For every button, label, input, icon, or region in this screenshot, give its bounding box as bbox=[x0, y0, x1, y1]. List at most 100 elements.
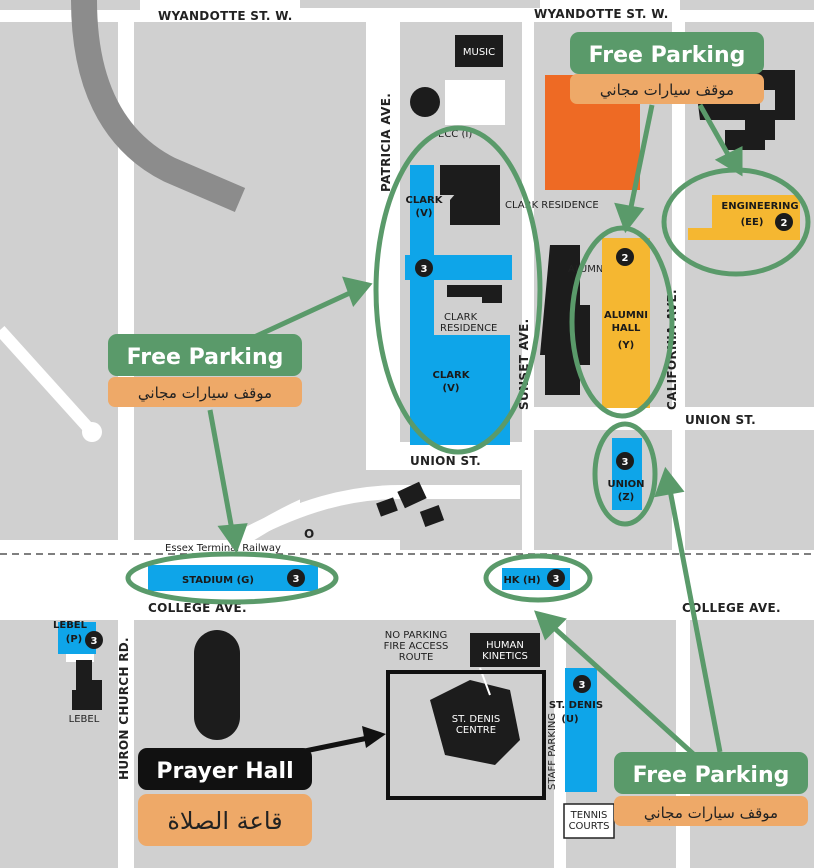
clark-residence-mid-label: CLARK bbox=[444, 312, 478, 323]
engineering-number: 2 bbox=[781, 218, 788, 229]
no-parking-label: NO PARKING bbox=[385, 630, 447, 641]
clark-lot-bottom-code: (V) bbox=[443, 383, 460, 394]
tennis-label: TENNIS bbox=[570, 810, 608, 821]
route-label: ROUTE bbox=[399, 652, 434, 663]
arrowhead-stadium bbox=[217, 523, 248, 554]
highlight-clark bbox=[373, 125, 543, 455]
arrowhead-clark bbox=[342, 276, 373, 307]
arrow-top-to-alumni bbox=[627, 104, 655, 213]
st-denis-centre-building bbox=[430, 680, 520, 765]
ecc-white bbox=[445, 80, 505, 125]
stadium-lot-label: STADIUM (G) bbox=[182, 575, 254, 586]
engineering-lot bbox=[688, 195, 800, 240]
small-building-c bbox=[419, 505, 445, 527]
arrow-left-to-clark bbox=[250, 289, 354, 341]
lebel-building-label: LEBEL bbox=[69, 714, 100, 725]
st-denis-lot-name: ST. DENIS bbox=[549, 700, 603, 711]
arrowhead-engineering bbox=[714, 145, 743, 177]
street-wyandotte-east: WYANDOTTE ST. W. bbox=[534, 7, 669, 21]
block-top-strip-mid bbox=[300, 0, 540, 8]
ecc-label: ECC (I) bbox=[438, 129, 472, 140]
lebel-lot-code: (P) bbox=[66, 634, 82, 645]
lebel-lot-name: LEBEL bbox=[53, 620, 88, 631]
staff-parking-label: STAFF PARKING bbox=[547, 713, 558, 790]
street-union-right: UNION ST. bbox=[685, 413, 756, 427]
music-label: MUSIC bbox=[463, 47, 495, 58]
callout-bottom-right-en: Free Parking bbox=[633, 763, 790, 788]
union-number: 3 bbox=[622, 457, 629, 468]
alumni-lot-name2: HALL bbox=[612, 323, 641, 334]
clark-lot-bottom-name: CLARK bbox=[433, 370, 471, 381]
lebel-building bbox=[72, 660, 102, 710]
callout-left-ar-bg bbox=[108, 377, 302, 407]
block-east bbox=[685, 430, 814, 550]
hk-number: 3 bbox=[553, 574, 560, 585]
railway-label: Essex Terminal Railway bbox=[165, 543, 281, 554]
clark-number-badge bbox=[415, 259, 433, 277]
street-sunset: SUNSET AVE. bbox=[517, 319, 531, 410]
callout-bottom-right: Free Parking موقف سيارات مجاني bbox=[614, 752, 808, 826]
arrow-bottom-to-hk bbox=[550, 624, 702, 762]
engineering-lot-name: ENGINEERING bbox=[721, 201, 798, 212]
engineering-number-badge bbox=[775, 213, 793, 231]
arrowhead-union bbox=[654, 466, 685, 498]
arrow-left-to-stadium bbox=[207, 409, 235, 531]
clark-lot-top-name: CLARK bbox=[406, 195, 444, 206]
callout-prayer-en-bg bbox=[138, 748, 312, 790]
highlight-alumni bbox=[569, 225, 675, 419]
callout-bottom-right-ar-bg bbox=[614, 796, 808, 826]
st-denis-lot-code: (U) bbox=[561, 714, 578, 725]
st-denis-centre-label: ST. DENIS bbox=[452, 714, 500, 725]
callout-left-en: Free Parking bbox=[127, 345, 284, 370]
callout-prayer-ar: قاعة الصلاة bbox=[167, 807, 282, 835]
alumni-small-label: ALUMNI bbox=[568, 264, 606, 275]
callout-prayer-en: Prayer Hall bbox=[156, 759, 293, 784]
human-kinetics-label2: KINETICS bbox=[482, 651, 528, 662]
callout-top-right-en: Free Parking bbox=[589, 43, 746, 68]
railway-o-mark: O bbox=[304, 527, 314, 541]
alumni-number: 2 bbox=[622, 253, 629, 264]
arrowhead-hk bbox=[534, 610, 567, 641]
small-building-a bbox=[376, 497, 398, 517]
clark-lot-south bbox=[410, 335, 510, 445]
clark-residence-mid-building bbox=[447, 285, 502, 303]
alumni-lot-code: (Y) bbox=[618, 340, 634, 351]
prayer-arrowhead bbox=[362, 726, 386, 748]
callout-top-right-ar-bg bbox=[570, 74, 764, 104]
street-union-center: UNION ST. bbox=[410, 454, 481, 468]
st-denis-number-badge bbox=[573, 675, 591, 693]
callout-bottom-right-ar: موقف سيارات مجاني bbox=[644, 804, 778, 823]
stadium-number: 3 bbox=[293, 574, 300, 585]
callout-top-right-ar: موقف سيارات مجاني bbox=[600, 81, 734, 100]
street-patricia: PATRICIA AVE. bbox=[379, 93, 393, 192]
tennis-label2: COURTS bbox=[569, 821, 610, 832]
union-lot-name: UNION bbox=[607, 479, 644, 490]
union-number-badge bbox=[616, 452, 634, 470]
block-top-strip-left bbox=[0, 0, 140, 10]
stadium-number-badge bbox=[287, 569, 305, 587]
block-far-east bbox=[690, 620, 814, 868]
music-building bbox=[455, 35, 503, 67]
block-lebel bbox=[0, 620, 118, 868]
street-college-left: COLLEGE AVE. bbox=[148, 601, 247, 615]
arrow-top-to-engineering bbox=[697, 103, 733, 160]
lebel-number: 3 bbox=[91, 636, 98, 647]
callout-bottom-right-en-bg bbox=[614, 752, 808, 794]
callout-left: Free Parking موقف سيارات مجاني bbox=[108, 334, 302, 407]
callout-left-en-bg bbox=[108, 334, 302, 376]
curved-drive-2 bbox=[232, 485, 520, 547]
prayer-hall-box bbox=[386, 670, 546, 800]
arrow-bottom-to-union bbox=[667, 489, 723, 753]
alumni-number-badge bbox=[616, 248, 634, 266]
st-denis-centre-label2: CENTRE bbox=[456, 725, 496, 736]
street-college-right: COLLEGE AVE. bbox=[682, 601, 781, 615]
tennis-courts-box bbox=[563, 803, 615, 839]
engineering-south-building bbox=[725, 130, 765, 150]
free-parking-arrows bbox=[207, 103, 743, 762]
street-wyandotte-west: WYANDOTTE ST. W. bbox=[158, 9, 293, 23]
callout-prayer-ar-bg bbox=[138, 794, 312, 846]
human-kinetics-label: HUMAN bbox=[486, 640, 524, 651]
callout-top-right-en-bg bbox=[570, 32, 764, 74]
curved-road-ramp bbox=[71, 0, 246, 212]
